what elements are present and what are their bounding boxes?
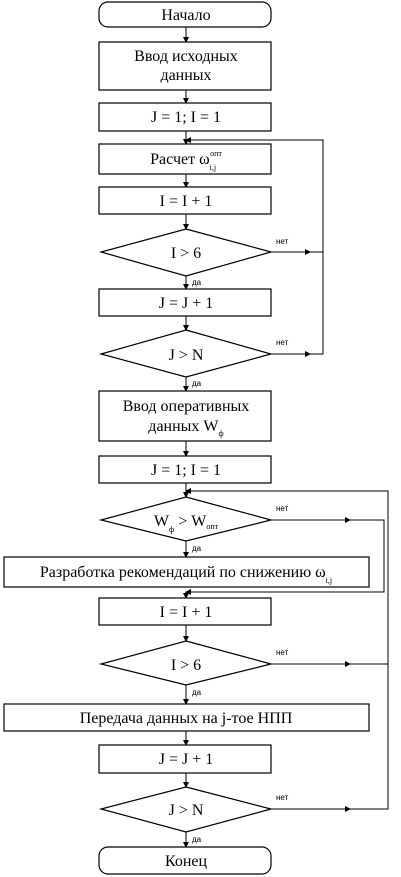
no-label: нет (276, 648, 289, 657)
op-input-sub: ф (219, 429, 224, 438)
cond-i-diamond-2: I > 6 нет да (98, 640, 289, 697)
inc-i-label-1: I = I + 1 (160, 193, 213, 210)
calc-block: Расчет ωi,j опт (98, 143, 272, 175)
recommend-label: Разработка рекомендаций по снижению ω (40, 564, 326, 581)
recommend-block: Разработка рекомендаций по снижению ωi,j (3, 556, 370, 588)
inc-i-block-1: I = I + 1 (98, 186, 272, 215)
cond-i-diamond-1: I > 6 нет да (98, 228, 289, 287)
init-block-2: J = 1; I = 1 (98, 455, 272, 484)
inc-i-block-2: I = I + 1 (98, 597, 272, 626)
no-label: нет (276, 237, 289, 246)
svg-text:Расчет ωi,jопт: Расчет ωi,j опт (150, 149, 222, 172)
input-data-line2: данных (160, 67, 211, 84)
cond-i-label-1: I > 6 (171, 245, 201, 262)
yes-label: да (192, 688, 202, 697)
cond-j-diamond-2: J > N нет да (98, 786, 289, 844)
calc-sub: i,j (210, 163, 216, 172)
connectors (183, 27, 389, 848)
cond-i-label-2: I > 6 (171, 657, 201, 674)
calc-label: Расчет ω (150, 151, 209, 168)
yes-label: да (192, 379, 202, 388)
cond-w-a-sub: ф (169, 525, 174, 534)
end-label: Конец (165, 853, 208, 870)
op-input-block: Ввод оперативных данных Wф (98, 390, 272, 442)
cond-w-b-sub: опт (206, 522, 218, 531)
cond-j-label-2: J > N (169, 802, 204, 819)
start-label: Начало (161, 7, 210, 24)
init-label-2: J = 1; I = 1 (151, 462, 221, 479)
inc-j-block-1: J = J + 1 (98, 288, 272, 317)
inc-j-label-1: J = J + 1 (159, 295, 214, 312)
op-input-line1: Ввод оперативных (123, 398, 250, 415)
calc-sup: опт (210, 149, 222, 158)
cond-w-a: W (154, 513, 170, 530)
transfer-block: Передача данных на j-тое НПП (3, 703, 370, 732)
cond-j-label-1: J > N (169, 347, 204, 364)
cond-w-diamond: Wф > Wопт нет да (98, 496, 289, 553)
inc-j-block-2: J = J + 1 (98, 744, 272, 774)
init-label-1: J = 1; I = 1 (151, 109, 221, 126)
inc-i-label-2: I = I + 1 (160, 604, 213, 621)
cond-w-b: > W (178, 513, 207, 530)
inc-j-label-2: J = J + 1 (159, 751, 214, 768)
input-data-block: Ввод исходных данных (98, 41, 272, 91)
svg-text:Wф> Wопт: Wф > Wопт (154, 513, 219, 534)
yes-label: да (192, 544, 202, 553)
recommend-sub: i,j (326, 576, 332, 585)
cond-j-diamond-1: J > N нет да (98, 329, 289, 388)
svg-text:данных Wф: данных Wф (148, 418, 223, 438)
end-terminal: Конец (98, 846, 272, 875)
no-label: нет (276, 504, 289, 513)
yes-label: да (192, 835, 202, 844)
start-terminal: Начало (98, 1, 272, 28)
no-label: нет (276, 338, 289, 347)
svg-text:Разработка рекомендаций по сни: Разработка рекомендаций по снижению ωi,j (40, 564, 332, 585)
input-data-line1: Ввод исходных (134, 48, 238, 65)
no-label: нет (276, 793, 289, 802)
transfer-label: Передача данных на j-тое НПП (80, 710, 293, 727)
yes-label: да (192, 278, 202, 287)
op-input-line2: данных W (148, 418, 219, 435)
init-block-1: J = 1; I = 1 (98, 102, 272, 132)
